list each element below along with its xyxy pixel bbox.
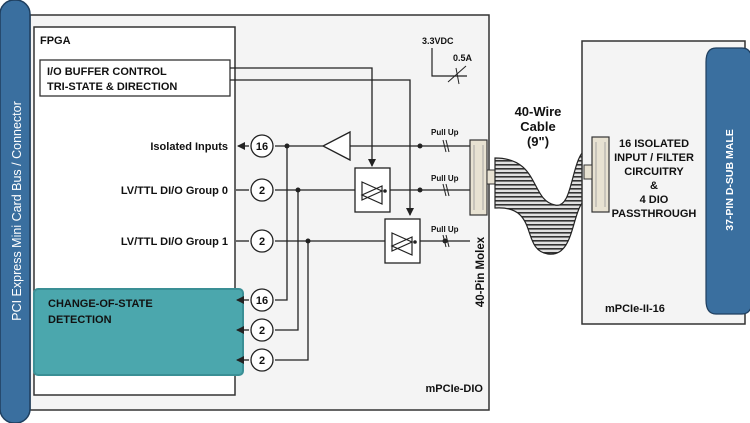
bus-width-group0: 2	[250, 178, 274, 202]
cable-label-line2: Cable	[520, 119, 555, 134]
bus-width-group1: 2	[250, 229, 274, 253]
molex-label: 40-Pin Molex	[475, 236, 487, 307]
svg-text:2: 2	[259, 355, 265, 367]
remote-line4: &	[650, 180, 658, 192]
remote-line5: 4 DIO	[640, 194, 669, 206]
io-buffer-line1: I/O BUFFER CONTROL	[47, 66, 167, 78]
molex-connector-board	[469, 139, 496, 216]
remote-line6: PASSTHROUGH	[612, 208, 697, 220]
svg-text:16: 16	[256, 295, 268, 307]
board-label-mpcie-ii-16: mPCIe-II-16	[605, 303, 665, 315]
bus-width-cos-in3: 2	[250, 348, 274, 372]
io-buffer-control-block	[39, 59, 231, 97]
power-voltage-label: 3.3VDC	[422, 36, 454, 46]
tristate-buffer-group0	[354, 167, 391, 213]
fuse-rating-label: 0.5A	[453, 53, 473, 63]
fpga-title: FPGA	[40, 35, 71, 47]
pullup-label-1: Pull Up	[431, 128, 459, 137]
pullup-label-3: Pull Up	[431, 225, 459, 234]
bus-width-cos-in2: 2	[250, 318, 274, 342]
molex-connector-remote	[583, 136, 610, 213]
isolated-inputs-label: Isolated Inputs	[150, 141, 228, 153]
bus-width-isolated: 16	[250, 134, 274, 158]
svg-text:2: 2	[259, 236, 265, 248]
dsub-connector	[705, 47, 750, 315]
input-buffer-triangle	[321, 130, 351, 162]
cos-line2: DETECTION	[48, 314, 112, 326]
cos-line1: CHANGE-OF-STATE	[48, 298, 153, 310]
pcie-bus-connector	[0, 0, 31, 423]
pullup-resistor-marks	[442, 139, 450, 248]
tristate-buffer-group1	[384, 218, 421, 264]
svg-text:2: 2	[259, 185, 265, 197]
remote-line1: 16 ISOLATED	[619, 138, 689, 150]
svg-text:16: 16	[256, 141, 268, 153]
bus-width-cos-in1: 16	[250, 288, 274, 312]
cable-label-line3: (9")	[527, 134, 549, 149]
remote-line3: CIRCUITRY	[624, 166, 684, 178]
remote-line2: INPUT / FILTER	[614, 152, 694, 164]
power-fuse-icon	[431, 48, 467, 85]
group0-label: LV/TTL DI/O Group 0	[121, 185, 228, 197]
cable-label-line1: 40-Wire	[515, 104, 562, 119]
pcie-bus-label: PCI Express Mini Card Bus / Connector	[10, 101, 24, 321]
ribbon-cable	[494, 147, 591, 255]
group1-label: LV/TTL DI/O Group 1	[121, 236, 228, 248]
board-label-mpcie-dio: mPCIe-DIO	[426, 383, 484, 395]
pullup-label-2: Pull Up	[431, 174, 459, 183]
io-buffer-line2: TRI-STATE & DIRECTION	[47, 81, 177, 93]
svg-text:2: 2	[259, 325, 265, 337]
dsub-label: 37-PIN D-SUB MALE	[724, 129, 736, 231]
